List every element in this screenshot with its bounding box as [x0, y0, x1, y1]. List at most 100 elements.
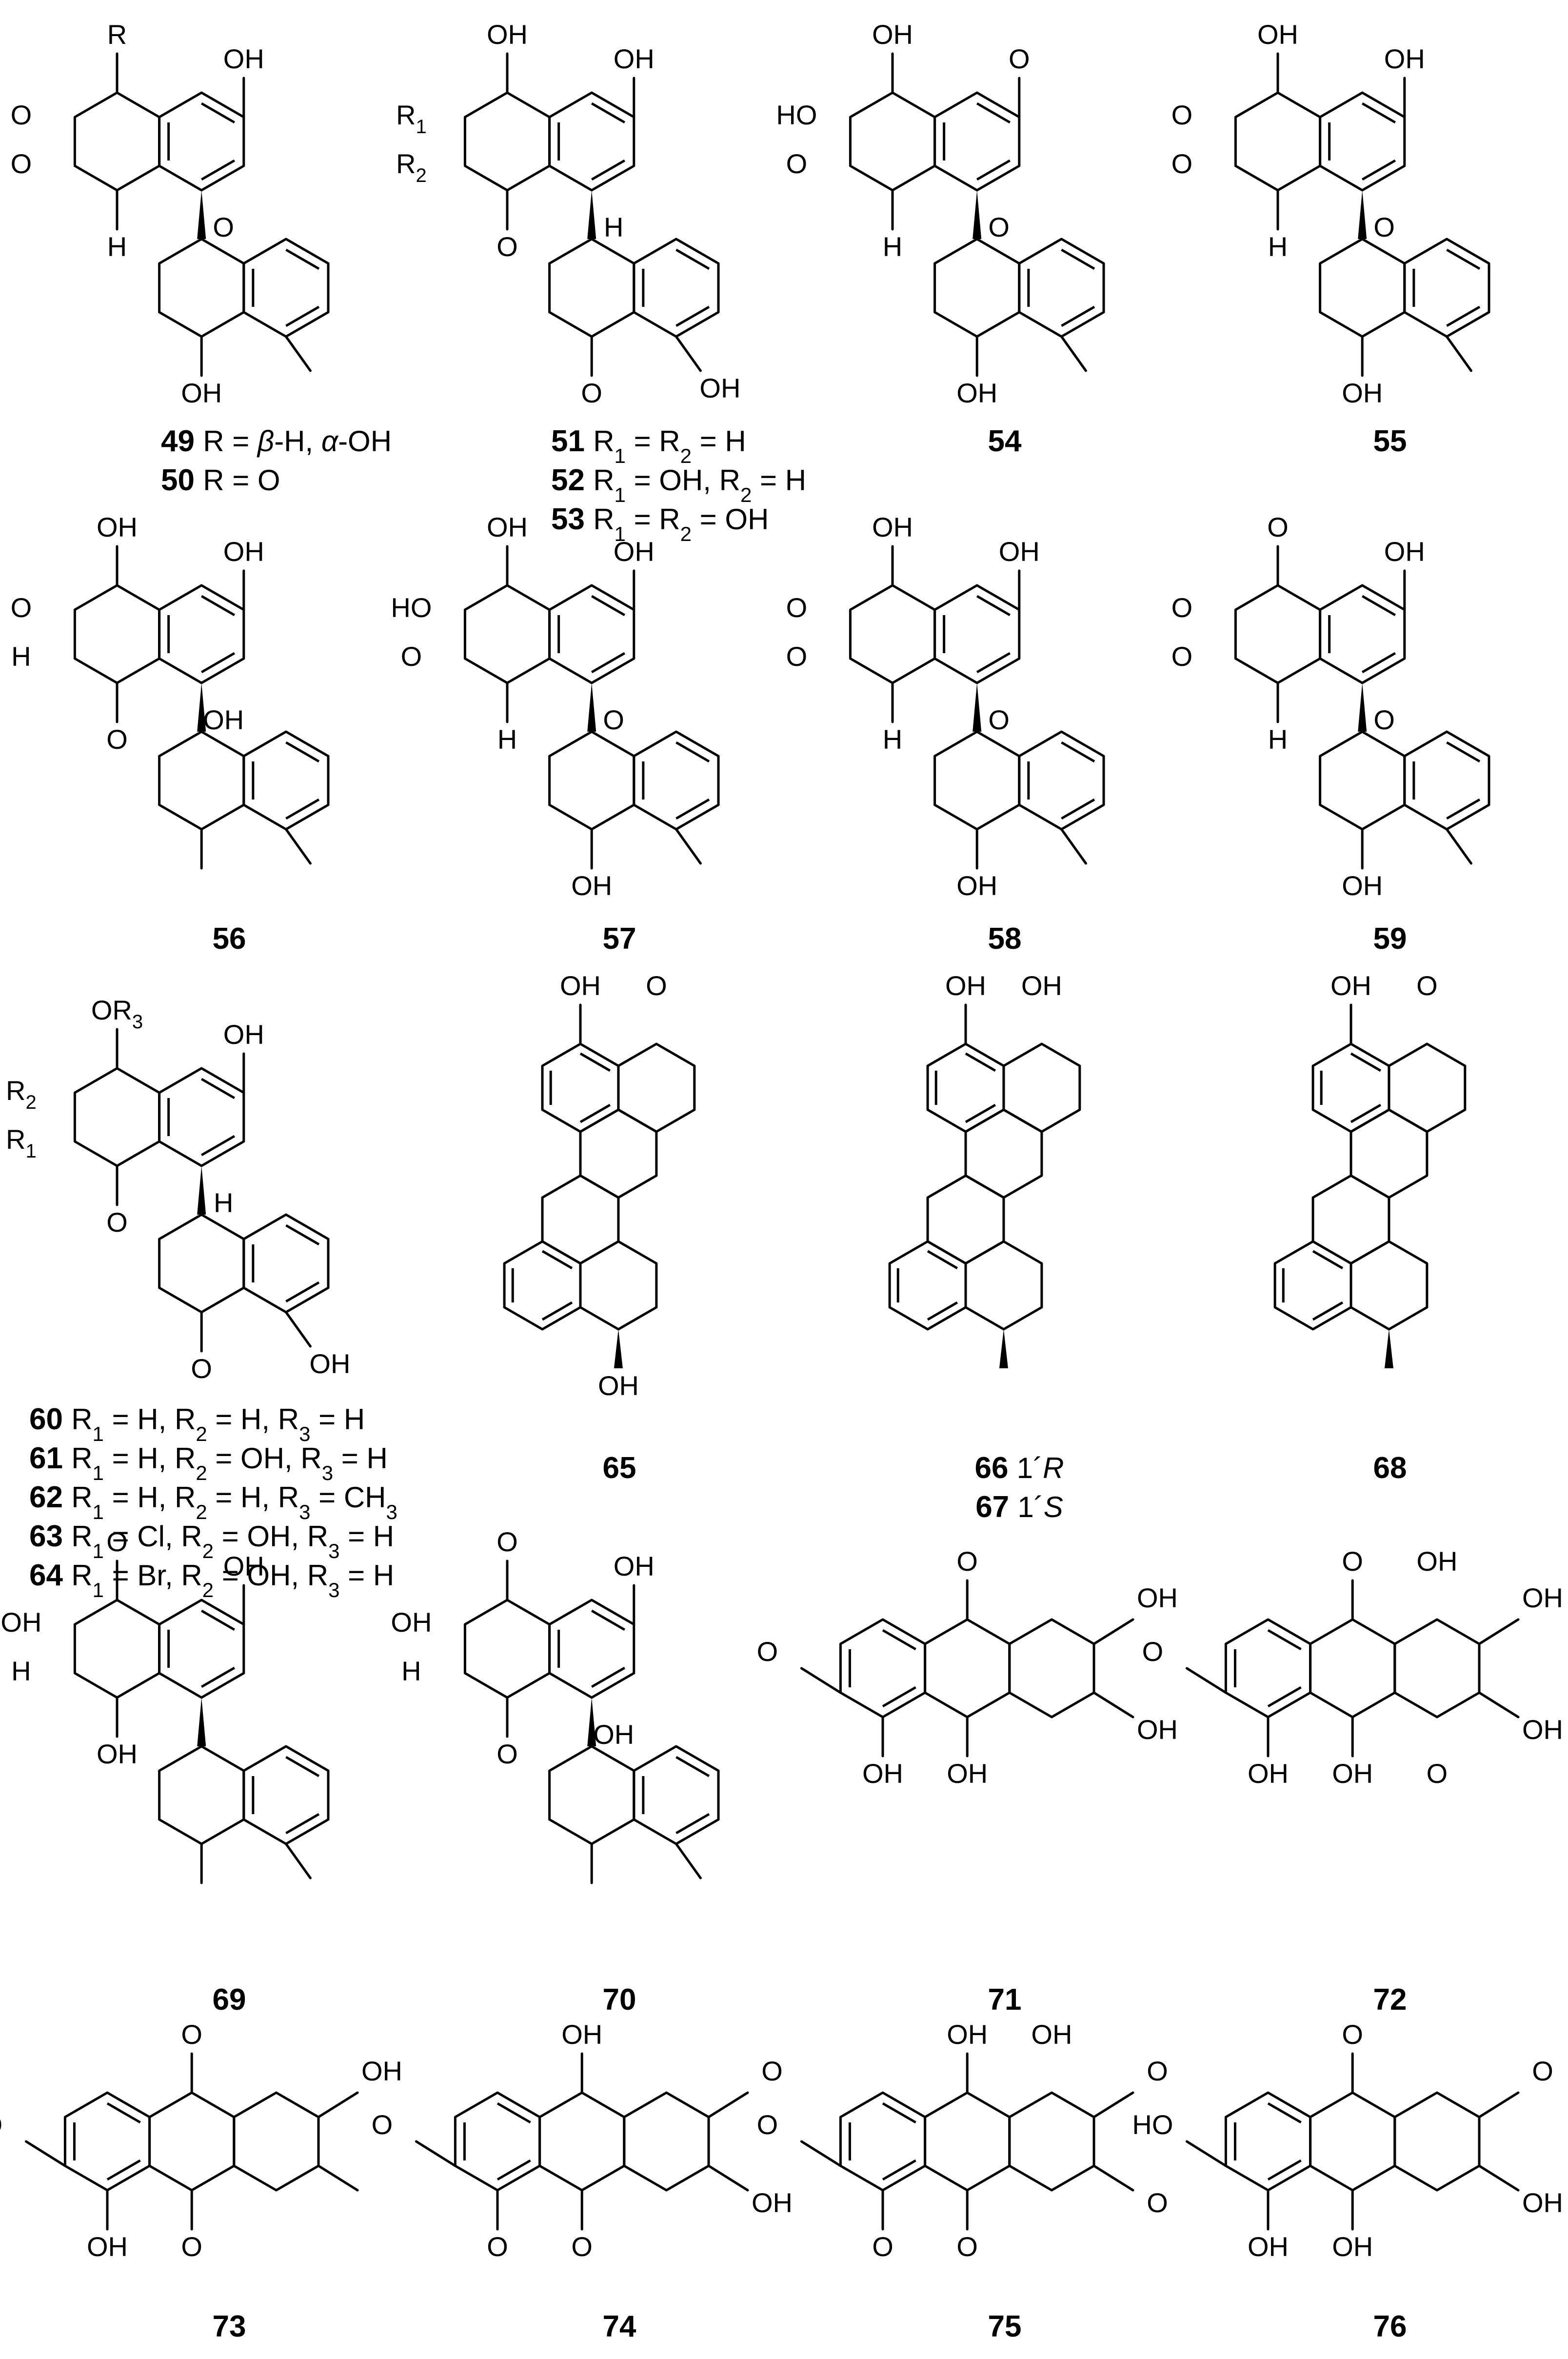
wedge-bond	[999, 1329, 1008, 1368]
compound-caption-69: 69	[213, 1983, 246, 2017]
atom-label: O	[646, 970, 667, 1001]
compound-number: 67	[975, 1490, 1017, 1524]
double-bond	[1061, 741, 1095, 763]
substituent-line: 61 R1 = H, R2 = OH, R3 = H	[29, 1441, 388, 1484]
bond	[675, 828, 702, 865]
atom-label: O	[1147, 2056, 1168, 2086]
atom-label: O	[571, 2231, 593, 2262]
ring-bond	[933, 238, 1021, 338]
ring-bond	[623, 2091, 710, 2192]
ring-bond	[73, 91, 161, 192]
atom-label: R1	[396, 100, 427, 138]
double-bond	[106, 2102, 141, 2124]
ring-bond	[548, 730, 635, 831]
ring-bond	[242, 1745, 330, 1845]
ring-bond	[541, 1042, 620, 1133]
ring-bond	[1008, 2091, 1095, 2192]
compound-number: 73	[213, 2310, 246, 2343]
atom-label: O	[603, 704, 624, 735]
double-bond	[965, 1103, 996, 1123]
ring-bond	[463, 1599, 551, 1699]
ring-bond	[1319, 730, 1406, 831]
atom-label: O	[1373, 704, 1395, 735]
atom-label: H	[11, 641, 31, 672]
wedge-bond	[1358, 683, 1367, 732]
atom-label: OH	[614, 43, 655, 74]
double-bond	[1446, 741, 1481, 763]
ring-bond	[1350, 1240, 1429, 1331]
double-bond	[1061, 798, 1095, 820]
double-bond	[285, 1224, 320, 1246]
atom-label: O	[757, 2109, 778, 2140]
ring-bond	[933, 91, 1021, 192]
atom-label: OH	[872, 19, 913, 50]
atom-label: O	[213, 212, 234, 242]
double-bond	[200, 1078, 236, 1100]
ring-bond	[158, 238, 245, 338]
compound-number: 54	[988, 424, 1022, 458]
double-bond	[1361, 159, 1396, 181]
atom-label: HO	[391, 592, 432, 623]
substituent-line: 60 R1 = H, R2 = H, R3 = H	[29, 1402, 365, 1445]
atom-label: OH	[699, 373, 740, 403]
atom-label: O	[181, 2019, 202, 2050]
substituent-line: 52 R1 = OH, R2 = H	[551, 463, 806, 506]
atom-label: O	[106, 724, 128, 755]
atom-label: O	[106, 1526, 128, 1557]
atom-label: OH	[1342, 870, 1383, 901]
wedge-bond	[587, 683, 596, 732]
ring-bond	[1224, 1618, 1312, 1719]
bond	[1185, 1667, 1227, 1694]
compound-caption-56: 56	[213, 922, 246, 956]
ring-bond	[1388, 1042, 1467, 1133]
atom-label: OH	[97, 1739, 138, 1769]
double-bond	[1267, 1629, 1302, 1651]
substituent-line: 62 R1 = H, R2 = H, R3 = CH3	[29, 1480, 397, 1523]
bond	[707, 2164, 749, 2192]
double-bond	[1361, 102, 1396, 124]
ring-bond	[1350, 1108, 1429, 1199]
double-bond	[965, 1052, 996, 1072]
double-bond	[1061, 248, 1095, 270]
ring-bond	[1018, 238, 1105, 338]
double-bond	[591, 1609, 626, 1631]
atom-label: OH	[1342, 378, 1383, 408]
atom-label: R2	[396, 148, 427, 186]
wedge-bond	[587, 190, 596, 239]
atom-label: OH	[1330, 970, 1371, 1001]
wedge-bond	[197, 1166, 206, 1215]
ring-bond	[242, 238, 330, 338]
atom-label: O	[191, 1353, 212, 1384]
atom-label: R2	[6, 1075, 37, 1113]
compound-caption-70: 70	[603, 1983, 636, 2017]
ring-bond	[1234, 91, 1322, 192]
ring-bond	[933, 584, 1021, 684]
atom-label: O	[496, 231, 518, 262]
ring-bond	[1311, 1174, 1390, 1265]
compound-number: 63	[29, 1519, 71, 1553]
compound-number: 52	[551, 463, 593, 497]
compound-number: 69	[213, 1983, 246, 2017]
compound-number: 72	[1373, 1983, 1407, 2017]
atom-label: O	[496, 1526, 518, 1557]
atom-label: OH	[1248, 1758, 1289, 1789]
atom-label: R1	[6, 1124, 37, 1162]
ring-bond	[839, 2091, 927, 2192]
wedge-bond	[587, 1698, 596, 1746]
wedge-bond	[197, 1698, 206, 1746]
ring-bond	[548, 1599, 635, 1699]
atom-label: OH	[223, 536, 264, 567]
compound-number: 57	[603, 922, 636, 956]
ring-bond	[1393, 2091, 1481, 2192]
atom-label: OH	[0, 1607, 41, 1638]
bond	[1060, 828, 1087, 865]
compound-caption-71: 71	[988, 1983, 1022, 2017]
